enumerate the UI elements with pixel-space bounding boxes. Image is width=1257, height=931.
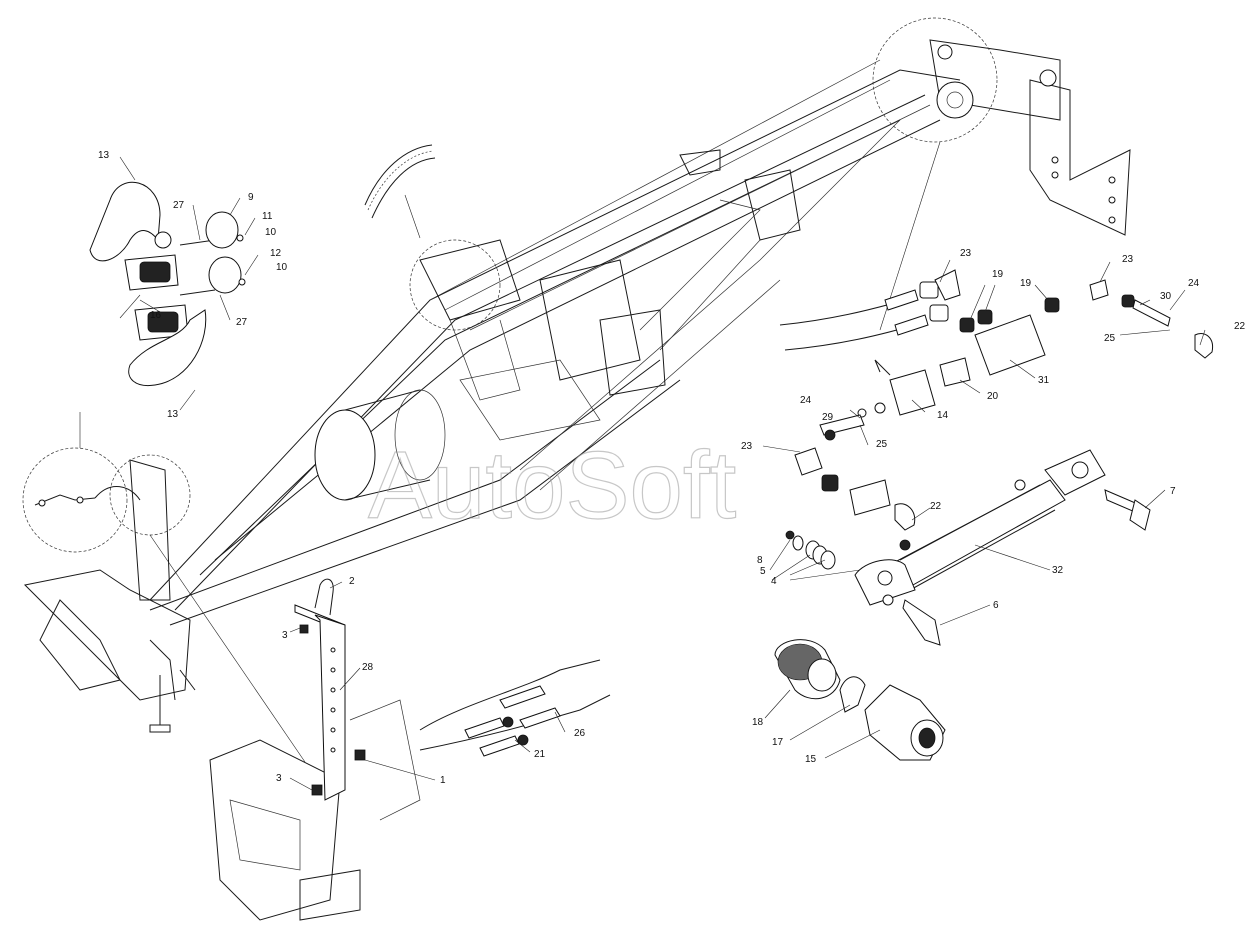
jack-post: [289, 578, 436, 801]
callout-24a: 24: [1188, 278, 1200, 289]
hose-segment: [364, 144, 436, 219]
callout-2: 2: [349, 576, 355, 587]
callout-12: 12: [270, 248, 282, 259]
boom-frame: [23, 39, 1131, 921]
callout-23a: 23: [960, 248, 972, 259]
callout-15: 15: [805, 754, 817, 765]
callout-5: 5: [760, 566, 766, 577]
callout-labels: 13 27 9 11 10 12 10 16 27 13 2 3 28 3 1 …: [98, 150, 1246, 786]
callout-9: 9: [248, 192, 254, 203]
callout-32: 32: [1052, 565, 1064, 576]
callout-20: 20: [987, 391, 999, 402]
callout-29: 29: [822, 412, 834, 423]
callout-10a: 10: [265, 227, 277, 238]
callout-22b: 22: [930, 501, 942, 512]
callout-31: 31: [1038, 375, 1050, 386]
detail-circles: [22, 17, 998, 763]
callout-6: 6: [993, 600, 999, 611]
callout-30: 30: [1160, 291, 1172, 302]
callout-8: 8: [757, 555, 763, 566]
callout-3b: 3: [276, 773, 282, 784]
callout-21: 21: [534, 749, 546, 760]
callout-10b: 10: [276, 262, 288, 273]
callout-17: 17: [772, 737, 784, 748]
callout-13a: 13: [98, 150, 110, 161]
valve-assembly: [762, 359, 936, 551]
union-fittings: [764, 639, 946, 761]
callout-11: 11: [262, 211, 273, 222]
callout-22a: 22: [1234, 321, 1246, 332]
callout-7: 7: [1170, 486, 1176, 497]
callout-19b: 19: [1020, 278, 1032, 289]
callout-13b: 13: [167, 409, 179, 420]
callout-25a: 25: [1104, 333, 1116, 344]
callout-25b: 25: [876, 439, 888, 450]
hydraulic-fittings-right: [779, 259, 1214, 394]
callout-19a: 19: [992, 269, 1004, 280]
callout-14: 14: [937, 410, 949, 421]
callout-28: 28: [362, 662, 374, 673]
callout-18: 18: [752, 717, 764, 728]
hydraulic-hoses-lower: [419, 659, 611, 757]
callout-1: 1: [440, 775, 446, 786]
callout-3a: 3: [282, 630, 288, 641]
callout-4: 4: [771, 576, 777, 587]
callout-26: 26: [574, 728, 586, 739]
sensor-detail: [34, 486, 141, 507]
callout-23b: 23: [1122, 254, 1134, 265]
callout-23c: 23: [741, 441, 753, 452]
callout-16: 16: [150, 310, 162, 321]
callout-24b: 24: [800, 395, 812, 406]
watermark-text: AutoSoft: [368, 432, 736, 539]
callout-27a: 27: [173, 200, 185, 211]
hydraulic-cylinder: [769, 449, 1166, 646]
callout-27b: 27: [236, 317, 248, 328]
quick-coupler-group: [89, 156, 259, 411]
